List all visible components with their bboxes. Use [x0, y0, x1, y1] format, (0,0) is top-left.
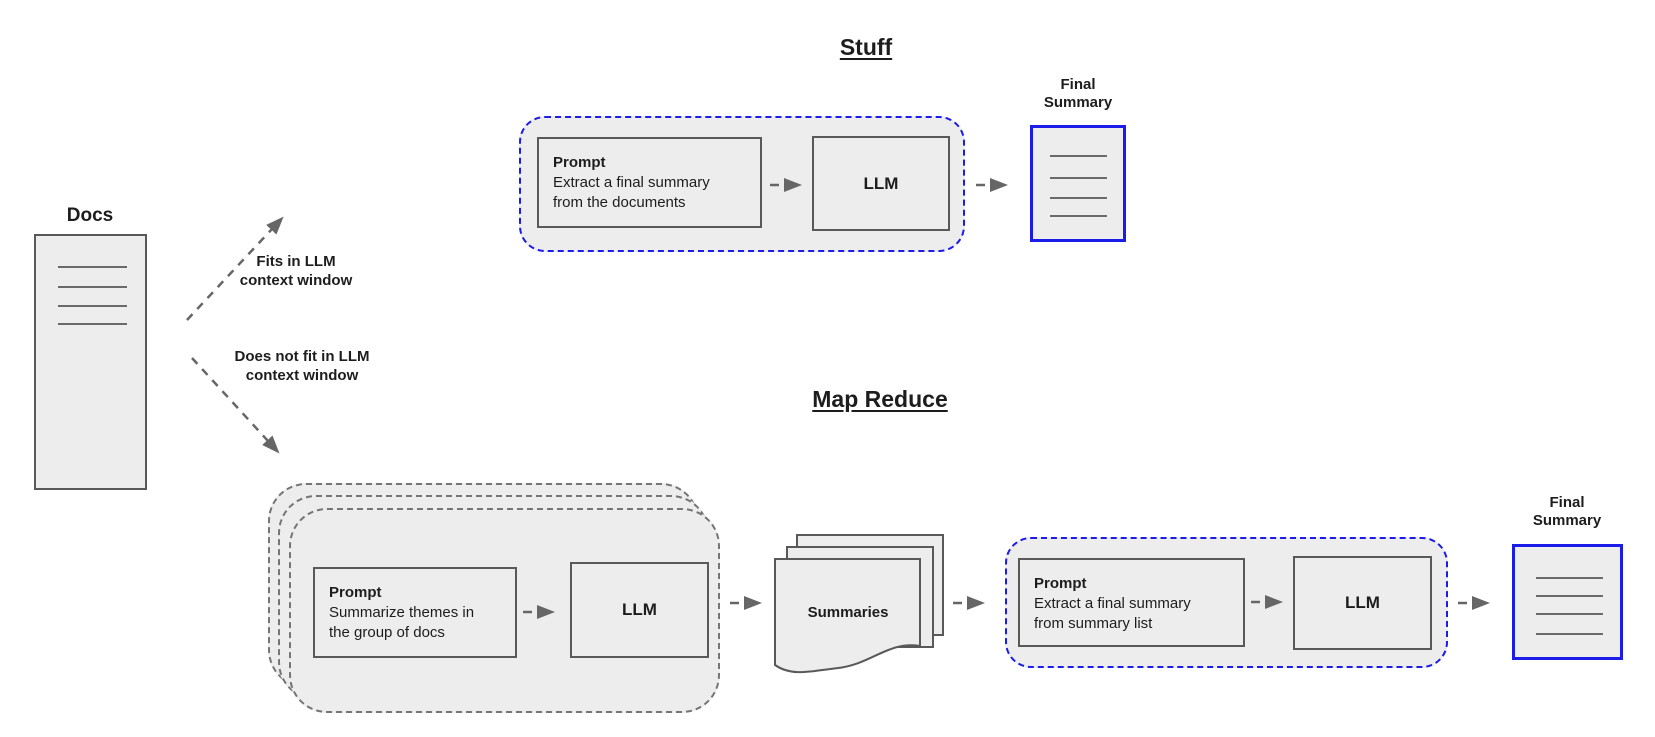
- map-reduce-final-summary-label: Final Summary: [1533, 494, 1601, 530]
- stuff-llm-box: LLM: [812, 136, 950, 231]
- doc-text-line: [1050, 197, 1107, 199]
- stuff-heading: Stuff: [839, 34, 893, 60]
- map-llm-label: LLM: [622, 600, 657, 619]
- does-not-fit-label: Does not fit in LLM context window: [235, 347, 370, 385]
- stuff-llm-label: LLM: [863, 173, 899, 193]
- doc-text-line: [58, 305, 127, 307]
- reduce-prompt-body-line2: from summary list: [1034, 615, 1153, 632]
- map-llm-box: LLM: [570, 562, 709, 658]
- fits-label-line1: Fits in LLM: [256, 253, 336, 270]
- doc-text-line: [1536, 613, 1603, 615]
- stuff-final-summary-line2: Summary: [1043, 94, 1113, 111]
- doc-text-line: [58, 323, 127, 325]
- stuff-prompt-body-line2: from the documents: [553, 194, 686, 211]
- fits-label-line2: context window: [239, 272, 353, 289]
- stuff-prompt-body-line1: Extract a final summary: [553, 174, 710, 191]
- doc-text-line: [58, 266, 127, 268]
- does-not-fit-line1: Does not fit in LLM: [234, 348, 370, 365]
- reduce-llm-label: LLM: [1345, 593, 1380, 612]
- reduce-prompt-title: Prompt: [1034, 575, 1087, 592]
- stuff-prompt-title: Prompt: [553, 154, 606, 171]
- map-prompt-title: Prompt: [329, 584, 382, 601]
- doc-text-line: [1050, 215, 1107, 217]
- summaries-label: Summaries: [807, 604, 889, 621]
- summaries-page-middle: [786, 546, 934, 648]
- reduce-prompt-box: Prompt Extract a final summary from summ…: [1018, 558, 1245, 647]
- map-prompt-body-line2: the group of docs: [329, 624, 445, 641]
- map-reduce-final-summary-line2: Summary: [1532, 512, 1602, 529]
- reduce-prompt-body-line1: Extract a final summary: [1034, 595, 1191, 612]
- docs-box: [34, 234, 147, 490]
- reduce-llm-box: LLM: [1293, 556, 1432, 650]
- map-prompt-box: Prompt Summarize themes in the group of …: [313, 567, 517, 658]
- doc-text-line: [1536, 595, 1603, 597]
- doc-text-line: [1050, 177, 1107, 179]
- doc-text-line: [1536, 577, 1603, 579]
- map-reduce-final-summary-doc: [1512, 544, 1623, 660]
- stuff-final-summary-label: Final Summary: [1044, 76, 1112, 112]
- map-prompt-body-line1: Summarize themes in: [329, 604, 475, 621]
- stuff-prompt-box: Prompt Extract a final summary from the …: [537, 137, 762, 228]
- fits-in-context-label: Fits in LLM context window: [240, 252, 353, 290]
- stuff-final-summary-doc: [1030, 125, 1126, 242]
- docs-label: Docs: [66, 205, 114, 226]
- does-not-fit-line2: context window: [245, 367, 359, 384]
- map-reduce-heading: Map Reduce: [812, 386, 948, 412]
- doc-text-line: [58, 286, 127, 288]
- doc-text-line: [1536, 633, 1603, 635]
- stuff-final-summary-line1: Final: [1060, 76, 1096, 93]
- map-reduce-final-summary-line1: Final: [1549, 494, 1585, 511]
- doc-text-line: [1050, 155, 1107, 157]
